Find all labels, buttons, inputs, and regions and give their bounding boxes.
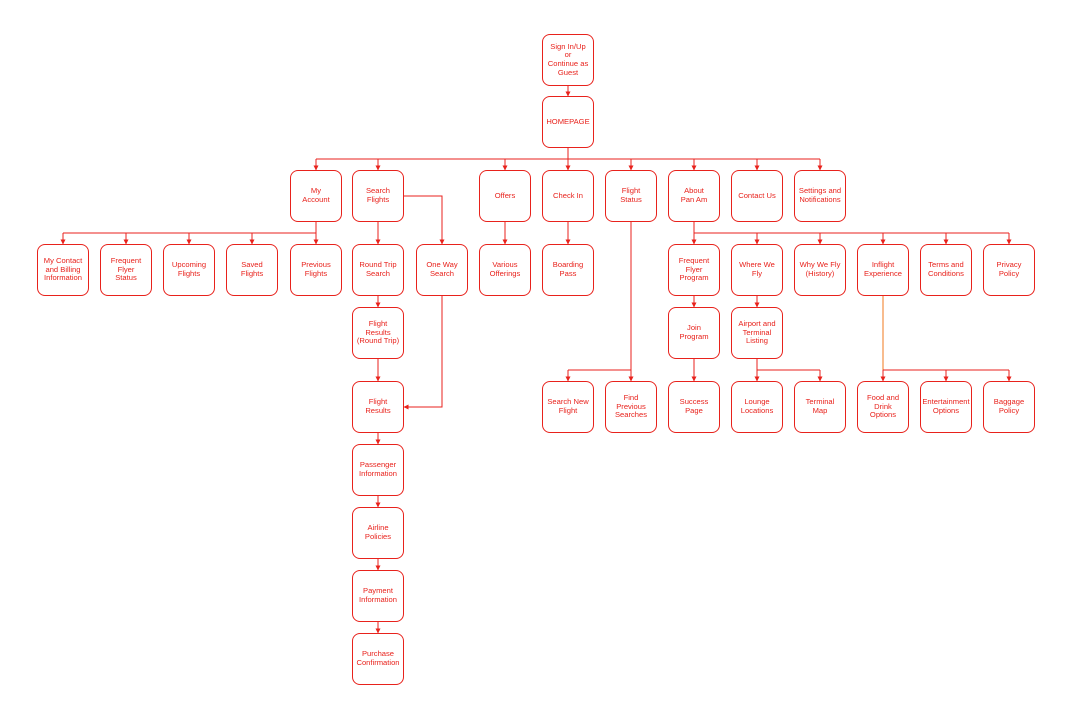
node-round-trip-search: Round Trip Search	[352, 244, 404, 296]
node-ff-status: Frequent Flyer Status	[100, 244, 152, 296]
node-contact-billing: My Contact and Billing Information	[37, 244, 89, 296]
node-lounge-locations: Lounge Locations	[731, 381, 783, 433]
node-join-program: Join Program	[668, 307, 720, 359]
node-about-pan-am: About Pan Am	[668, 170, 720, 222]
node-food-drink-options: Food and Drink Options	[857, 381, 909, 433]
node-airline-policies: Airline Policies	[352, 507, 404, 559]
node-sign-in: Sign In/Up or Continue as Guest	[542, 34, 594, 86]
node-why-we-fly: Why We Fly (History)	[794, 244, 846, 296]
node-homepage: HOMEPAGE	[542, 96, 594, 148]
node-ff-program: Frequent Flyer Program	[668, 244, 720, 296]
node-terms-conditions: Terms and Conditions	[920, 244, 972, 296]
connector-oneway-results	[403, 296, 443, 410]
node-one-way-search: One Way Search	[416, 244, 468, 296]
node-flight-results: Flight Results	[352, 381, 404, 433]
node-my-account: My Account	[290, 170, 342, 222]
node-where-we-fly: Where We Fly	[731, 244, 783, 296]
node-payment-information: Payment Information	[352, 570, 404, 622]
node-airport-terminal-listing: Airport and Terminal Listing	[731, 307, 783, 359]
node-offers: Offers	[479, 170, 531, 222]
node-search-new-flight: Search New Flight	[542, 381, 594, 433]
node-inflight-experience: Inflight Experience	[857, 244, 909, 296]
node-privacy-policy: Privacy Policy	[983, 244, 1035, 296]
node-success-page: Success Page	[668, 381, 720, 433]
node-various-offerings: Various Offerings	[479, 244, 531, 296]
node-settings-notifications: Settings and Notifications	[794, 170, 846, 222]
node-find-previous-searches: Find Previous Searches	[605, 381, 657, 433]
node-flight-results-round-trip: Flight Results (Round Trip)	[352, 307, 404, 359]
node-baggage-policy: Baggage Policy	[983, 381, 1035, 433]
node-terminal-map: Terminal Map	[794, 381, 846, 433]
node-flight-status: Flight Status	[605, 170, 657, 222]
connector-search-oneway	[404, 195, 445, 245]
node-check-in: Check In	[542, 170, 594, 222]
node-contact-us: Contact Us	[731, 170, 783, 222]
node-purchase-confirmation: Purchase Confirmation	[352, 633, 404, 685]
node-upcoming-flights: Upcoming Flights	[163, 244, 215, 296]
node-entertainment-options: Entertainment Options	[920, 381, 972, 433]
node-search-flights: Search Flights	[352, 170, 404, 222]
node-passenger-information: Passenger Information	[352, 444, 404, 496]
node-boarding-pass: Boarding Pass	[542, 244, 594, 296]
node-saved-flights: Saved Flights	[226, 244, 278, 296]
node-previous-flights: Previous Flights	[290, 244, 342, 296]
